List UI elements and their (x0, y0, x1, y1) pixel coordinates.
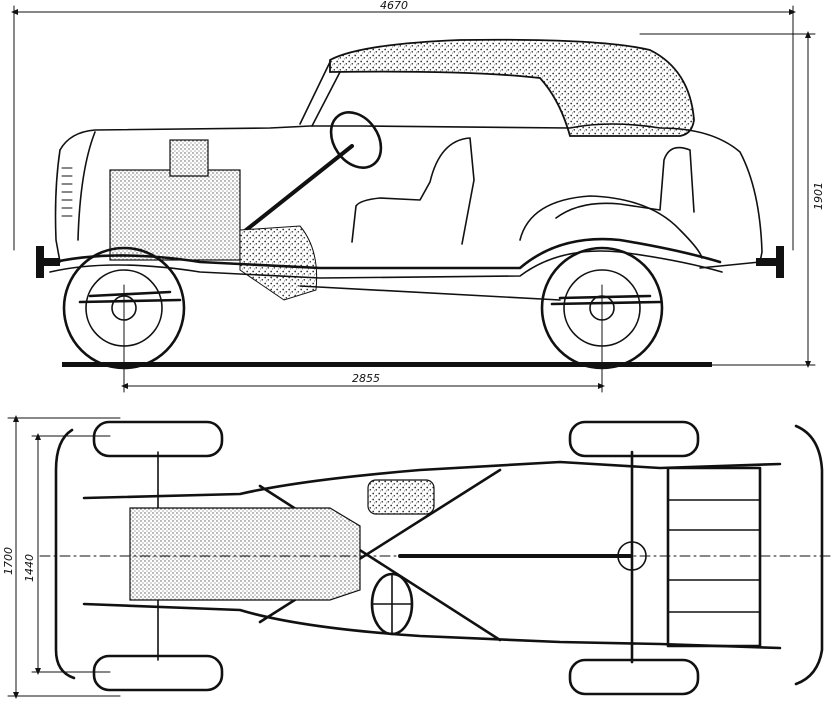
frame-rail-bottom (82, 602, 782, 650)
dim-label-wheelbase: 2855 (352, 372, 380, 385)
driveshaft-side (299, 285, 561, 301)
plan-view (39, 420, 831, 696)
rear-fender (519, 195, 703, 259)
soft-top-roof (329, 38, 695, 137)
side-view (36, 38, 784, 370)
front-left-wheel-plan (92, 420, 224, 458)
rear-bumper-plan (794, 424, 824, 686)
steering-wheel-spokes (371, 573, 413, 635)
air-filter (169, 139, 209, 177)
engine-block (109, 169, 241, 261)
rear-right-wheel-plan (568, 658, 700, 696)
gearbox (239, 225, 318, 301)
dim-label-width: 1700 (2, 547, 15, 575)
engine-block-plan (129, 507, 361, 601)
rear-frame-box (666, 466, 762, 648)
radiator-grille (61, 167, 73, 217)
rear-bumper (756, 246, 784, 278)
body-outline (59, 123, 763, 269)
fuel-tank-plan (367, 479, 435, 515)
front-bumper (36, 246, 60, 278)
dimension-overall-length: 4670 (11, 0, 796, 251)
steering-wheel (329, 111, 383, 169)
chassis-side-rail (44, 237, 722, 270)
dimension-height: 1901 (639, 31, 825, 368)
dimension-track: 1440 (23, 433, 111, 675)
windshield-frame (299, 61, 341, 127)
hood-outline (54, 131, 96, 263)
frame-rail-top (82, 460, 782, 500)
dim-label-track: 1440 (23, 554, 36, 582)
rear-seat (555, 146, 695, 219)
rear-frame-crossbars (667, 499, 761, 613)
chassis-lower-rail (49, 250, 723, 279)
front-wheel-side (62, 246, 186, 370)
front-seat (351, 137, 475, 245)
dimension-wheelbase: 2855 (121, 284, 605, 393)
front-bumper-plan (54, 428, 76, 680)
rear-left-wheel-plan (568, 420, 700, 458)
dimension-overall-width: 1700 (2, 415, 121, 699)
rear-wheel-side (540, 246, 664, 370)
dim-label-length: 4670 (380, 0, 408, 12)
front-right-wheel-plan (92, 654, 224, 692)
ground-line (62, 362, 712, 367)
dim-label-height: 1901 (812, 182, 825, 210)
